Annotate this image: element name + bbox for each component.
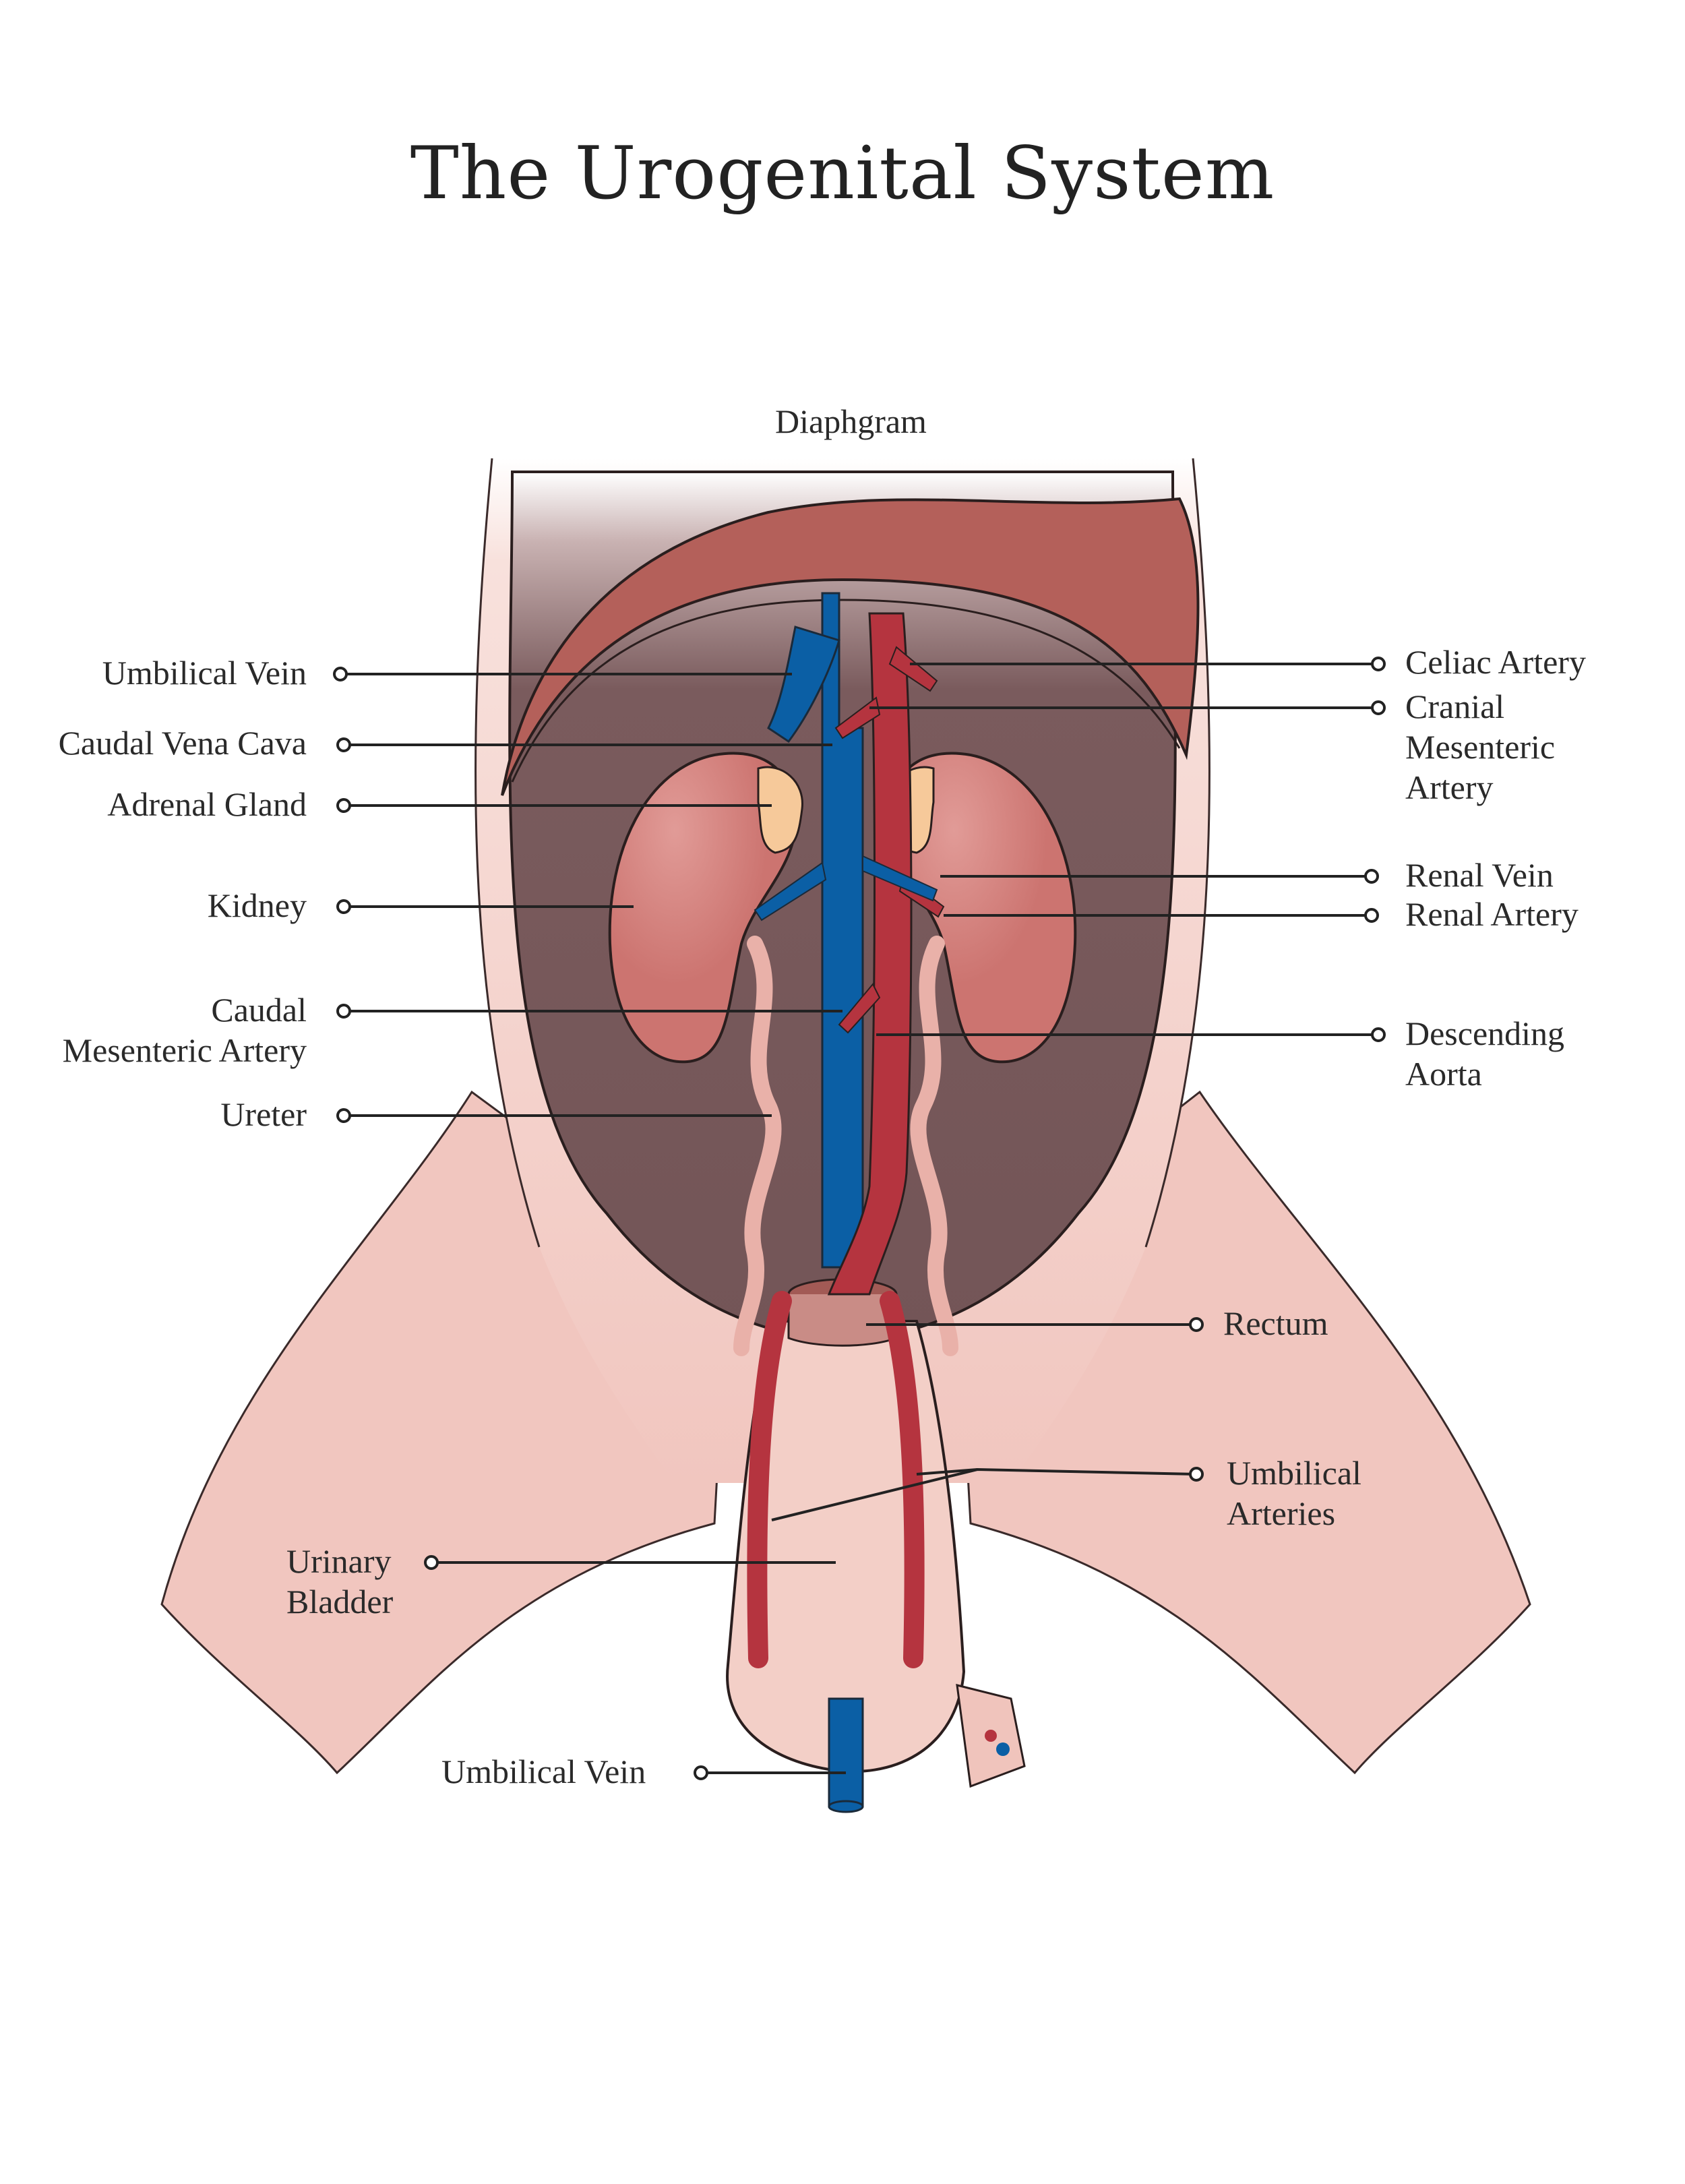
umbilical-vein-bottom-end [828, 1800, 864, 1813]
left-umbilical-artery [747, 1291, 792, 1668]
label-kidney: Kidney [207, 886, 307, 924]
label-umbilical-arteries: Umbilical Arteries [1227, 1454, 1361, 1532]
label-renal-artery: Renal Artery [1405, 895, 1579, 933]
right-ureter [910, 936, 958, 1356]
right-umbilical-artery [880, 1291, 925, 1668]
right-renal-vein [862, 855, 938, 902]
body-wall-left-edge [474, 458, 541, 1248]
umbilical-vein-bottom [828, 1697, 864, 1808]
label-cranial-mesenteric-artery: Cranial Mesenteric Artery [1405, 688, 1556, 806]
label-umbilical-vein-bottom: Umbilical Vein [441, 1753, 646, 1790]
caudal-mesenteric-branch [838, 983, 881, 1034]
diagram-title: The Urogenital System [410, 131, 1275, 216]
label-caudal-vena-cava: Caudal Vena Cava [58, 724, 307, 762]
label-descending-aorta: Descending Aorta [1405, 1014, 1565, 1093]
label-urinary-bladder: Urinary Bladder [286, 1542, 394, 1620]
label-celiac-artery: Celiac Artery [1405, 643, 1586, 681]
cord-vessel-vein [996, 1742, 1010, 1756]
celiac-artery-branch [888, 646, 938, 692]
label-adrenal-gland: Adrenal Gland [107, 785, 307, 823]
leader-lines [340, 663, 1378, 1774]
diaphragm-inner-line [511, 599, 1181, 783]
label-rectum: Rectum [1223, 1304, 1328, 1342]
diaphragm-band [501, 497, 1200, 796]
cord-vessel-artery [985, 1730, 997, 1742]
label-caudal-mesenteric-artery: Caudal Mesenteric Artery [62, 991, 307, 1069]
caudal-vena-cava [821, 592, 864, 1269]
label-renal-vein: Renal Vein [1405, 856, 1554, 894]
label-diaphragm: Diaphgram [775, 402, 927, 440]
umbilical-vein-top [767, 626, 840, 744]
leader-markers [333, 657, 1386, 1780]
body-wall-right-edge [1144, 458, 1211, 1248]
label-ureter: Ureter [220, 1095, 307, 1133]
left-adrenal-gland [757, 766, 803, 854]
label-umbilical-vein-top: Umbilical Vein [102, 654, 307, 692]
left-renal-vein [754, 861, 827, 921]
descending-aorta [827, 612, 913, 1296]
left-ureter [733, 936, 782, 1356]
